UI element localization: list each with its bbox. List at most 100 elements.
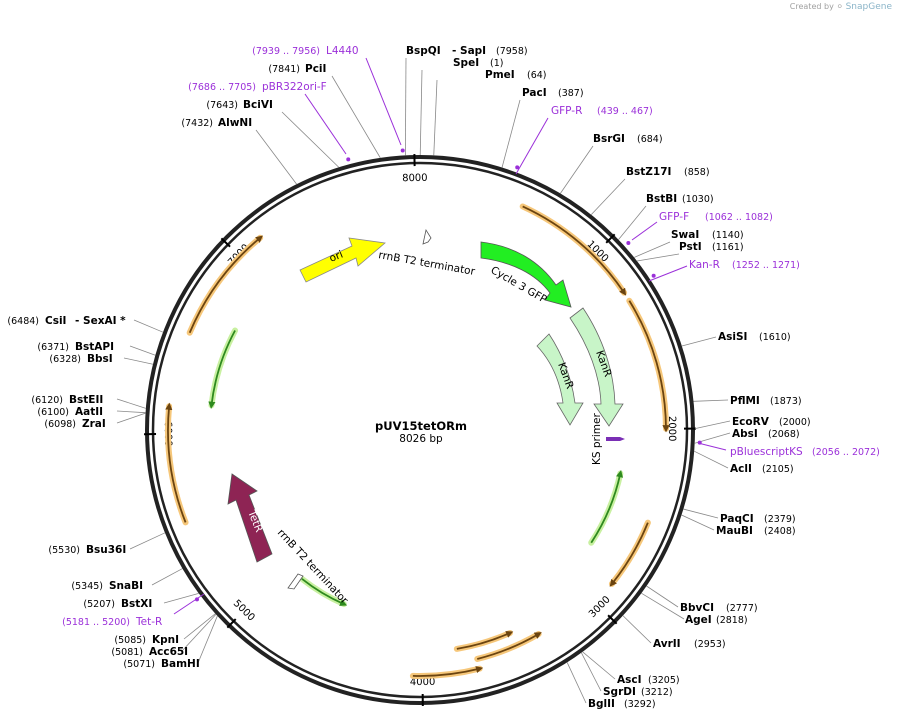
- primer-site-3: [626, 240, 631, 245]
- enzyme-name-acli[interactable]: AclI: [730, 463, 752, 475]
- tick-mark-1000: [605, 233, 616, 244]
- enzyme-name-bspqi[interactable]: BspQI: [406, 45, 441, 57]
- enzyme-name-asci[interactable]: AscI: [617, 674, 642, 686]
- enzyme-leader-0: [404, 57, 407, 156]
- enzyme-leader-27: [123, 357, 154, 365]
- enzyme-name-bstapi[interactable]: BstAPI: [75, 341, 114, 353]
- enzyme-name-bstz17i[interactable]: BstZ17I: [626, 166, 671, 178]
- enzyme-name-pmei[interactable]: PmeI: [485, 69, 515, 81]
- primer-name-kan-r[interactable]: Kan-R: [689, 259, 720, 271]
- enzyme-name-avrii[interactable]: AvrII: [653, 638, 681, 650]
- enzyme-name-pcii[interactable]: PciI: [305, 63, 326, 75]
- primer-site-1: [346, 157, 351, 162]
- enzyme-pos-bstz17i: (858): [684, 167, 710, 178]
- enzyme-leader-16: [646, 585, 679, 608]
- enzyme-pos-psti: (1161): [712, 242, 744, 253]
- enzyme-name-bsrgi[interactable]: BsrGI: [593, 133, 625, 145]
- credit-brand: SnapGene: [845, 2, 892, 12]
- feature-rrnb-terminator-bottom[interactable]: rrnB T2 terminator: [275, 527, 351, 607]
- orf-arrow-10: [301, 578, 348, 606]
- enzyme-name-bstxi[interactable]: BstXI: [121, 598, 152, 610]
- enzyme-pos-pcii: (7841): [268, 64, 300, 75]
- enzyme-name-bglii[interactable]: BglII: [588, 698, 615, 710]
- enzyme-name-paci[interactable]: PacI: [522, 87, 547, 99]
- primer-name-gfp-r[interactable]: GFP-R: [551, 105, 582, 117]
- enzyme-name-paqci[interactable]: PaqCI: [720, 513, 754, 525]
- enzyme-name-bcivi[interactable]: BciVI: [243, 99, 273, 111]
- enzyme-name-bbsi[interactable]: BbsI: [87, 353, 113, 365]
- feature-cycle3-gfp[interactable]: Cycle 3 GFP: [480, 241, 572, 308]
- feature-rrnb-terminator-top[interactable]: rrnB T2 terminator: [377, 228, 476, 278]
- enzyme-leader-14: [683, 508, 719, 519]
- enzyme-name-bsteii[interactable]: BstEII: [69, 394, 103, 406]
- primer-range-pbr322ori-f: (7686 .. 7705): [188, 82, 256, 93]
- primer-name-tet-r[interactable]: Tet-R: [135, 616, 162, 628]
- primer-name-pbr322ori-f[interactable]: pBR322ori-F: [262, 81, 327, 93]
- enzyme-pos-acli: (2105): [762, 464, 794, 475]
- enzyme-name-bstbi[interactable]: BstBI: [646, 193, 677, 205]
- enzyme-leader-13: [694, 450, 729, 469]
- orf-arrow-3: [477, 632, 542, 660]
- enzyme-pos-kpni: (5085): [114, 635, 146, 646]
- enzyme-name-asisi[interactable]: AsiSI: [718, 331, 747, 343]
- enzyme-name-agei[interactable]: AgeI: [685, 614, 712, 626]
- primer-range-pbluescriptks: (2056 .. 2072): [812, 447, 880, 458]
- enzyme-name-bsu36i[interactable]: Bsu36I: [86, 544, 126, 556]
- primer-name-gfp-f[interactable]: GFP-F: [659, 211, 689, 223]
- enzyme-name-maubi[interactable]: MauBI: [716, 525, 753, 537]
- enzyme-name-pflmi[interactable]: PflMI: [730, 395, 760, 407]
- feature-tetr[interactable]: TetR: [227, 473, 273, 563]
- enzyme-leader-36: [197, 615, 218, 664]
- enzyme-name-alwni[interactable]: AlwNI: [218, 117, 252, 129]
- enzyme-name-csii[interactable]: CsiI: [45, 315, 66, 327]
- enzyme-leader-32: [151, 568, 183, 586]
- orf-arrow-1: [628, 300, 670, 433]
- enzyme-name-psti[interactable]: PstI: [679, 241, 702, 253]
- enzyme-leader-15: [681, 514, 715, 531]
- enzyme-name-snabi[interactable]: SnaBI: [109, 580, 143, 592]
- feature-kanr-2[interactable]: KanR: [536, 333, 584, 426]
- orf-glow-9: [208, 327, 239, 409]
- enzyme-name-sgrdi[interactable]: SgrDI: [603, 686, 636, 698]
- enzyme-pos-bbvci: (2777): [726, 603, 758, 614]
- enzyme-name-zrai[interactable]: ZraI: [82, 418, 106, 430]
- orf-glow-1: [626, 297, 669, 432]
- orf-arrow-0: [522, 205, 627, 296]
- enzyme-pos-pflmi: (1873): [770, 396, 802, 407]
- orf-arrow-2: [609, 522, 649, 587]
- enzyme-leader-24: [255, 129, 297, 185]
- enzyme-leader-28: [116, 398, 146, 409]
- enzyme-leader-35: [181, 614, 217, 652]
- enzyme-name-acc65i[interactable]: Acc65I: [149, 646, 188, 658]
- enzyme-pos-bstapi: (6371): [37, 342, 69, 353]
- enzyme-name-kpni[interactable]: KpnI: [152, 634, 179, 646]
- feature-ks-primer[interactable]: KS primer: [591, 413, 625, 465]
- enzyme-leader-2: [433, 79, 438, 156]
- enzyme-pos-bstxi: (5207): [83, 599, 115, 610]
- enzyme-name-ecorv[interactable]: EcoRV: [732, 416, 770, 428]
- enzyme-name-swai[interactable]: SwaI: [671, 229, 699, 241]
- enzyme-leader-17: [641, 592, 685, 620]
- enzyme-name-bamhi[interactable]: BamHI: [161, 658, 200, 670]
- primer-range-l4440: (7939 .. 7956): [252, 46, 320, 57]
- enzyme-pos-sgrdi: (3212): [641, 687, 673, 698]
- orf-arrow-6: [188, 235, 263, 334]
- tick-label-8000: 8000: [402, 173, 428, 185]
- enzyme-leader-30: [116, 412, 146, 424]
- primer-name-pbluescriptks[interactable]: pBluescriptKS: [730, 446, 803, 458]
- primer-name-l4440[interactable]: L4440: [326, 45, 359, 57]
- enzyme-name-aatii[interactable]: AatII: [75, 406, 103, 418]
- enzyme-name-bbvci[interactable]: BbvCI: [680, 602, 714, 614]
- enzyme-name-spei[interactable]: SpeI: [453, 57, 479, 69]
- enzyme-pos-absi: (2068): [768, 429, 800, 440]
- orf-glow-3: [474, 630, 542, 662]
- enzyme-name-sapi[interactable]: - SapI: [452, 45, 486, 57]
- tick-mark-3000: [607, 614, 618, 625]
- feature-label-ori: ori: [328, 249, 345, 265]
- feature-ori[interactable]: ori: [299, 237, 386, 283]
- enzyme-leader-10: [693, 399, 729, 402]
- enzyme-name-absi[interactable]: AbsI: [732, 428, 758, 440]
- enzyme-name-sexai[interactable]: - SexAI *: [75, 315, 126, 327]
- enzyme-leader-21: [566, 662, 587, 704]
- primer-site-5: [697, 440, 702, 445]
